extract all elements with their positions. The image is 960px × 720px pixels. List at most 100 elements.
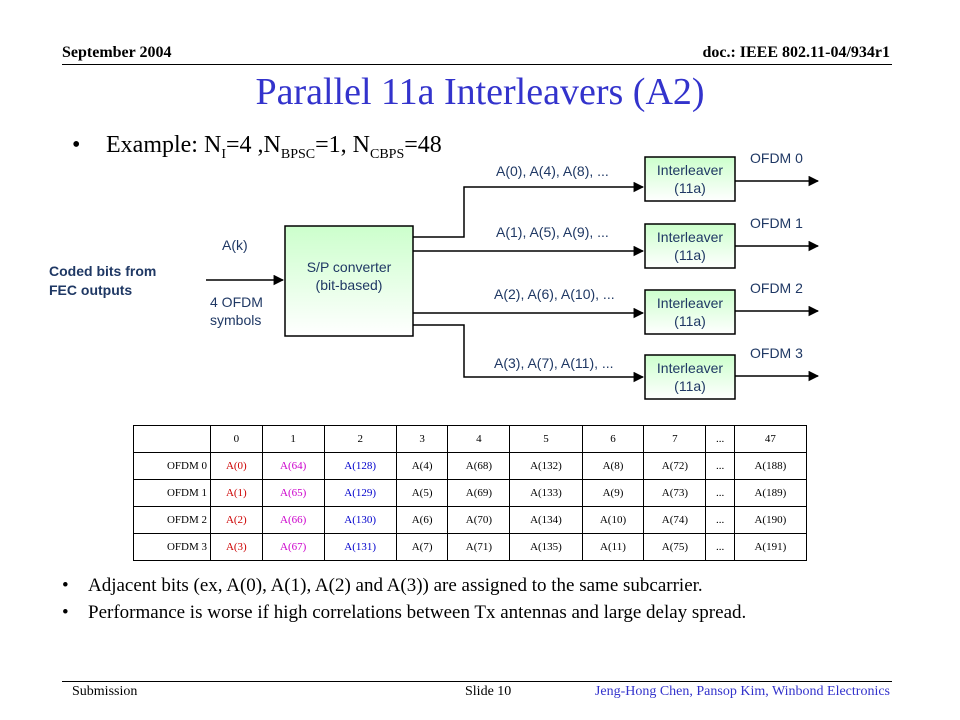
row-label: OFDM 1 — [133, 479, 211, 507]
example-sub-cbps: CBPS — [369, 146, 405, 162]
input-label: A(k) — [222, 237, 248, 253]
table-cell: A(64) — [261, 452, 325, 480]
footer-submission: Submission — [72, 684, 138, 699]
branch-bits-0: A(0), A(4), A(8), ... — [496, 163, 609, 179]
table-cell: A(73) — [643, 479, 707, 507]
interleaver-0-line1: Interleaver — [657, 162, 723, 178]
example-eq2: =1, N — [315, 132, 370, 158]
interleaver-2-line2: (11a) — [674, 313, 706, 329]
table-cell: ... — [705, 479, 735, 507]
table-cell: A(189) — [733, 479, 808, 507]
table-header-cell: 0 — [210, 425, 263, 453]
interleaver-box-0 — [644, 156, 736, 202]
bullet-item: • Performance is worse if high correlatio… — [62, 599, 746, 626]
table-row: OFDM 3 A(3) A(67) A(131) A(7) A(71) A(13… — [133, 533, 808, 561]
output-label-1: OFDM 1 — [750, 215, 803, 231]
output-label-0: OFDM 0 — [750, 150, 803, 166]
table-header-cell: 5 — [509, 425, 583, 453]
table-cell: ... — [705, 452, 735, 480]
table-cell: A(190) — [733, 506, 808, 534]
interleaver-2-line1: Interleaver — [657, 295, 723, 311]
example-line: •Example: NI=4 ,NBPSC=1, NCBPS=48 — [72, 132, 442, 163]
block-diagram: A(k) 4 OFDM symbols S/P converter (bit-b… — [206, 150, 820, 400]
table-cell: A(129) — [323, 479, 397, 507]
output-label-3: OFDM 3 — [750, 345, 803, 361]
header-doc-id: doc.: IEEE 802.11-04/934r1 — [702, 44, 890, 61]
row-label: OFDM 3 — [133, 533, 211, 561]
example-eq3: =48 — [404, 132, 442, 158]
table-cell: A(134) — [509, 506, 583, 534]
example-sub-i: I — [221, 146, 226, 162]
branch-arrow-3 — [413, 324, 645, 383]
bullet-list: • Adjacent bits (ex, A(0), A(1), A(2) and… — [62, 572, 746, 626]
table-header-cell: 47 — [733, 425, 808, 453]
table-cell: A(133) — [509, 479, 583, 507]
table-cell: A(1) — [210, 479, 263, 507]
interleaver-1-line2: (11a) — [674, 247, 706, 263]
table-header-cell: 3 — [395, 425, 449, 453]
table-cell: A(3) — [210, 533, 263, 561]
table-cell: A(135) — [509, 533, 583, 561]
table-cell: ... — [705, 506, 735, 534]
table-cell: A(6) — [395, 506, 449, 534]
table-cell: A(132) — [509, 452, 583, 480]
table-row: OFDM 1 A(1) A(65) A(129) A(5) A(69) A(13… — [133, 479, 808, 507]
symbols-line2: symbols — [210, 312, 261, 328]
interleaver-box-3 — [644, 354, 736, 400]
table-cell: A(74) — [643, 506, 707, 534]
interleaver-box-1 — [644, 223, 736, 269]
interleaver-0-line2: (11a) — [674, 180, 706, 196]
table-cell: A(72) — [643, 452, 707, 480]
table-row: OFDM 0 A(0) A(64) A(128) A(4) A(68) A(13… — [133, 452, 808, 480]
branch-bits-3: A(3), A(7), A(11), ... — [494, 355, 614, 371]
row-label: OFDM 0 — [133, 452, 211, 480]
example-lead: Example: N — [106, 132, 222, 158]
bullet-icon: • — [62, 602, 69, 623]
coded-bits-line1: Coded bits from — [49, 263, 157, 279]
converter-line1: S/P converter — [307, 259, 392, 275]
table-header-cell: 2 — [323, 425, 397, 453]
table-row: OFDM 2 A(2) A(66) A(130) A(6) A(70) A(13… — [133, 506, 808, 534]
bullet-text: Performance is worse if high correlation… — [88, 602, 747, 623]
table-cell: A(191) — [733, 533, 808, 561]
table-header-cell: 1 — [261, 425, 325, 453]
interleaver-3-line1: Interleaver — [657, 360, 723, 376]
table-header-cell: 4 — [447, 425, 511, 453]
interleaver-1-line1: Interleaver — [657, 229, 723, 245]
interleaver-box-2 — [644, 289, 736, 335]
table-cell: A(131) — [323, 533, 397, 561]
footer-slide-number: Slide 10 — [465, 684, 512, 699]
interleave-table: 0 1 2 3 4 5 6 7 ... 47 OFDM 0 A(0) A(64)… — [133, 425, 808, 561]
table-header-row: 0 1 2 3 4 5 6 7 ... 47 — [133, 425, 808, 453]
table-cell: A(7) — [395, 533, 449, 561]
symbols-line1: 4 OFDM — [210, 294, 263, 310]
table-cell: A(66) — [261, 506, 325, 534]
header-date: September 2004 — [62, 44, 172, 61]
converter-line2: (bit-based) — [316, 277, 383, 293]
table-cell: A(69) — [447, 479, 511, 507]
table-cell: A(188) — [733, 452, 808, 480]
interleaver-3-line2: (11a) — [674, 378, 706, 394]
table-cell: A(4) — [395, 452, 449, 480]
table-header-cell: ... — [705, 425, 735, 453]
coded-bits-label: Coded bits from FEC outputs — [49, 262, 156, 300]
branch-bits-2: A(2), A(6), A(10), ... — [494, 286, 615, 302]
table-cell: A(130) — [323, 506, 397, 534]
example-sub-bpsc: BPSC — [280, 146, 316, 162]
table-cell: A(70) — [447, 506, 511, 534]
bullet-icon: • — [62, 575, 69, 596]
branch-arrow-0 — [413, 181, 645, 238]
table-cell: A(71) — [447, 533, 511, 561]
table-header-cell — [133, 425, 211, 453]
table-cell: A(8) — [581, 452, 645, 480]
table-cell: A(10) — [581, 506, 645, 534]
branch-bits-1: A(1), A(5), A(9), ... — [496, 224, 609, 240]
bullet-item: • Adjacent bits (ex, A(0), A(1), A(2) and… — [62, 572, 746, 599]
sp-converter-box — [284, 225, 414, 337]
table-cell: A(75) — [643, 533, 707, 561]
table-cell: A(68) — [447, 452, 511, 480]
table-cell: A(0) — [210, 452, 263, 480]
bullet-text: Adjacent bits (ex, A(0), A(1), A(2) and … — [88, 575, 703, 596]
output-label-2: OFDM 2 — [750, 280, 803, 296]
bullet-icon: • — [72, 132, 81, 158]
